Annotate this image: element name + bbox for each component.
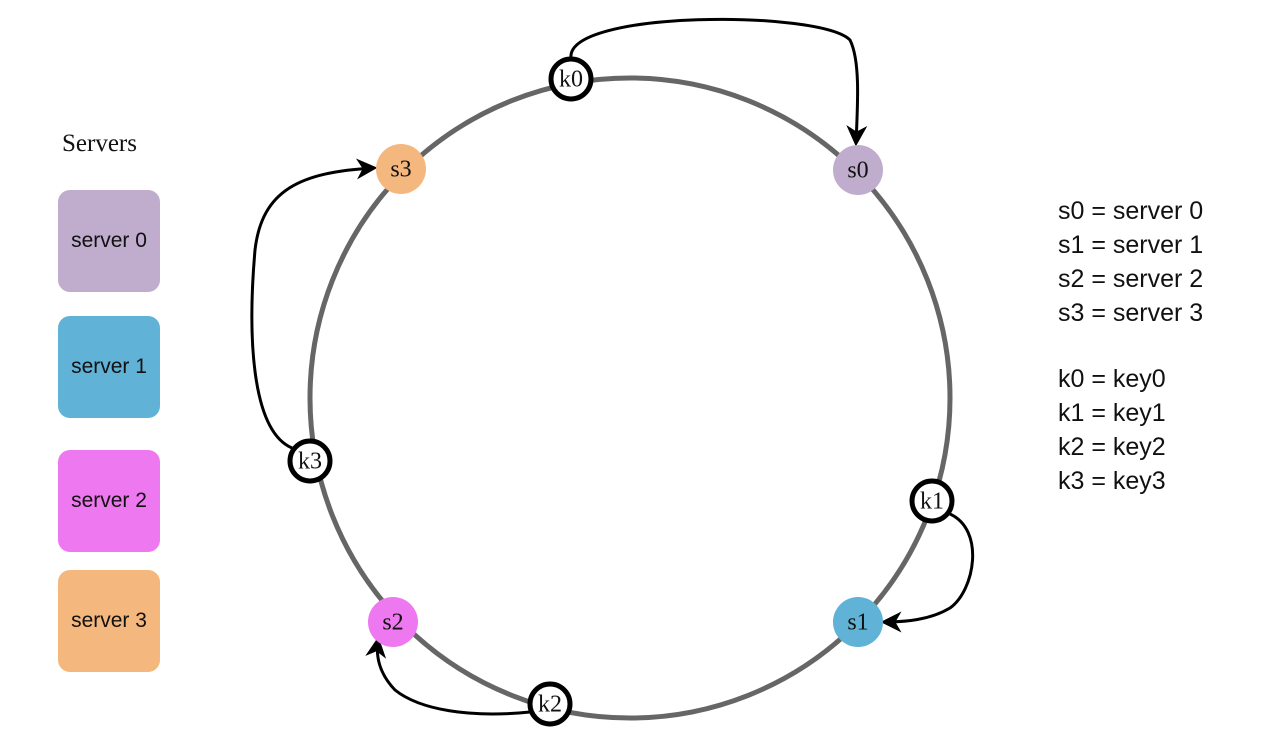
server-mapping-list: s0 = server 0 s1 = server 1 s2 = server … bbox=[1058, 194, 1203, 330]
legend-server-3-label: server 3 bbox=[71, 609, 147, 632]
key-node-k2: k2 bbox=[527, 681, 573, 727]
server-node-s2: s2 bbox=[368, 597, 418, 647]
arrow-k2-to-s2 bbox=[365, 636, 531, 716]
key-node-k1-label: k1 bbox=[920, 489, 944, 515]
server-node-s1: s1 bbox=[833, 597, 883, 647]
key-node-k0: k0 bbox=[548, 56, 594, 102]
legend-server-2-label: server 2 bbox=[71, 489, 147, 512]
arrow-k0-to-s0 bbox=[569, 17, 868, 147]
key-mapping-item: k1 = key1 bbox=[1058, 399, 1166, 427]
server-node-s1-dot bbox=[833, 597, 883, 647]
server-mapping-item: s2 = server 2 bbox=[1058, 265, 1204, 293]
key-node-k1-ring bbox=[909, 478, 955, 524]
server-mapping-item: s0 = server 0 bbox=[1058, 197, 1204, 225]
server-node-s3-label: s3 bbox=[390, 157, 411, 183]
server-node-s0-dot bbox=[833, 145, 883, 195]
server-node-s2-dot bbox=[368, 597, 418, 647]
key-node-k0-label: k0 bbox=[559, 67, 583, 93]
arrow-k1-to-s1 bbox=[880, 512, 974, 633]
legend-server-0-label: server 0 bbox=[71, 229, 147, 252]
key-mapping-item: k0 = key0 bbox=[1058, 365, 1166, 393]
legend-server-3: server 3 bbox=[58, 570, 160, 672]
key-mapping-item: k3 = key3 bbox=[1058, 467, 1166, 495]
legend-title: Servers bbox=[62, 130, 137, 157]
key-node-k0-ring bbox=[548, 56, 594, 102]
legend-server-1: server 1 bbox=[58, 316, 160, 418]
hash-ring bbox=[307, 75, 953, 721]
server-node-s2-label: s2 bbox=[382, 610, 403, 636]
arrow-k3-to-s3 bbox=[250, 158, 378, 450]
key-node-k3-label: k3 bbox=[298, 449, 322, 475]
key-mapping-item: k2 = key2 bbox=[1058, 433, 1166, 461]
server-node-s0: s0 bbox=[833, 145, 883, 195]
key-node-k2-ring bbox=[527, 681, 573, 727]
key-node-k3-ring bbox=[287, 438, 333, 484]
key-node-k1: k1 bbox=[909, 478, 955, 524]
server-node-s3: s3 bbox=[376, 144, 426, 194]
key-node-k3: k3 bbox=[287, 438, 333, 484]
legend-server-1-label: server 1 bbox=[71, 355, 147, 378]
key-mapping-list: k0 = key0 k1 = key1 k2 = key2 k3 = key3 bbox=[1058, 362, 1166, 498]
server-node-s1-label: s1 bbox=[847, 610, 868, 636]
key-node-k2-label: k2 bbox=[538, 692, 562, 718]
server-mapping-item: s1 = server 1 bbox=[1058, 231, 1204, 259]
server-mapping-item: s3 = server 3 bbox=[1058, 299, 1204, 327]
legend-server-2: server 2 bbox=[58, 450, 160, 552]
server-node-s0-label: s0 bbox=[847, 158, 868, 184]
server-node-s3-dot bbox=[376, 144, 426, 194]
legend-server-0: server 0 bbox=[58, 190, 160, 292]
